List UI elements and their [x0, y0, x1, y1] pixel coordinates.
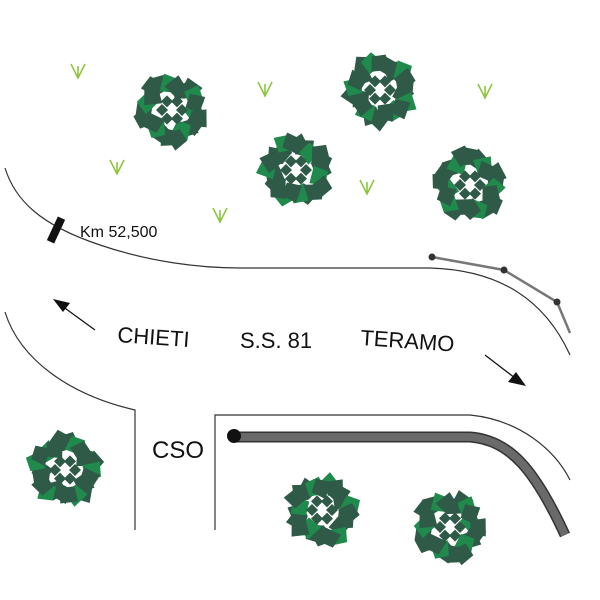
direction-label-teramo: TERAMO: [360, 325, 456, 357]
tree-icon: [340, 52, 417, 132]
cso-outlet-point: [227, 429, 241, 443]
road-edge-southwest: [4, 311, 136, 530]
tree-icon: [432, 145, 507, 221]
tree-icon: [25, 429, 105, 507]
grass-layer: [70, 63, 493, 224]
km-marker: [46, 216, 66, 244]
arrow-east-icon: [484, 354, 526, 386]
grass-icon: [70, 63, 86, 80]
road-edges: [4, 167, 571, 530]
grass-icon: [359, 179, 375, 196]
km-label: Km 52,500: [80, 224, 157, 241]
cso-label: CSO: [152, 437, 204, 464]
grass-icon: [212, 207, 228, 224]
grass-icon: [257, 81, 273, 98]
direction-label-chieti: CHIETI: [117, 322, 191, 352]
guardrail: [428, 253, 572, 334]
road-edge-southeast: [214, 414, 571, 530]
tree-icon: [133, 73, 207, 151]
road-name-label: S.S. 81: [240, 328, 312, 353]
tree-icon: [283, 472, 361, 548]
arrow-west-icon: [53, 299, 96, 331]
tree-icon: [255, 132, 333, 207]
grass-icon: [477, 83, 493, 100]
cso-pipe: [235, 431, 570, 538]
grass-icon: [109, 159, 125, 176]
tree-layer: [25, 52, 507, 566]
tree-icon: [413, 490, 487, 566]
road-edge-north: [4, 167, 571, 356]
